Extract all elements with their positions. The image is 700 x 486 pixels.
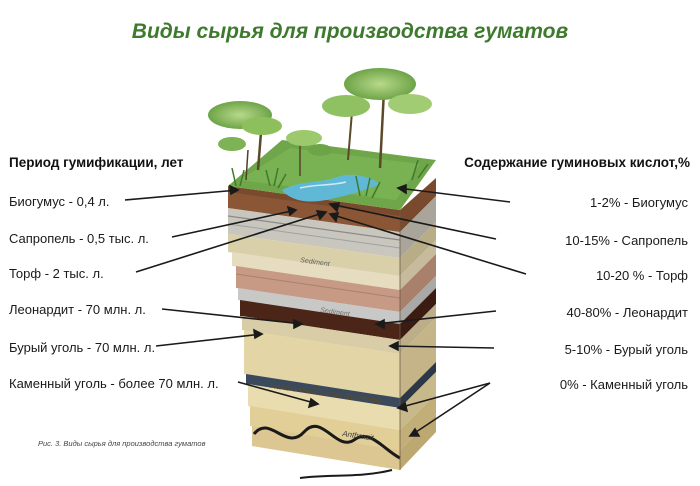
right-label-peat: 10-20 % - Торф: [595, 268, 688, 283]
layer-label-sediment: Sediment: [300, 257, 331, 268]
left-label-peat: Торф - 2 тыс. л.: [9, 266, 104, 281]
layer-hard-coal: [246, 374, 400, 408]
right-pointer-lines: [328, 183, 527, 437]
right-label-sapropel: 10-15% - Сапропель: [565, 233, 688, 248]
soil-column: [227, 178, 436, 479]
right-label-leonardite: 40-80% - Леонардит: [566, 305, 689, 320]
layer-peat: [228, 234, 400, 276]
left-label-hard-coal: Каменный уголь - более 70 млн. л.: [9, 376, 219, 391]
page-title: Виды сырья для производства гуматов: [131, 20, 569, 43]
left-label-leonardite: Леонардит - 70 млн. л.: [9, 302, 146, 317]
water-pond: [282, 174, 380, 202]
left-label-brown-coal: Бурый уголь - 70 млн. л.: [9, 340, 156, 355]
tree-icon-2: [344, 68, 416, 100]
tree-icon: [208, 101, 272, 129]
right-label-biohumus: 1-2% - Биогумус: [590, 195, 688, 210]
left-column-header: Период гумификации, лет: [9, 155, 184, 170]
right-label-brown-coal: 5-10% - Бурый уголь: [564, 342, 688, 357]
layer-label-sediment-2: Sediment: [320, 307, 351, 318]
surface-vegetation: [208, 68, 436, 210]
layer-label-anthrazit: Anthrazit: [341, 429, 375, 443]
layer-leonardite: [240, 300, 400, 340]
right-label-hard-coal: 0% - Каменный уголь: [559, 377, 688, 392]
layer-sapropel: [228, 208, 400, 258]
figure-caption: Рис. 3. Виды сырья для производства гума…: [38, 439, 206, 448]
left-label-biohumus: Биогумус - 0,4 л.: [9, 194, 110, 209]
layer-biohumus: [228, 178, 436, 232]
right-column-header: Содержание гуминовых кислот,%: [464, 155, 690, 170]
grass-surface: [228, 140, 436, 210]
left-label-sapropel: Сапропель - 0,5 тыс. л.: [9, 231, 149, 246]
layer-brown-coal: [242, 316, 400, 354]
anthracite-wave: [252, 424, 401, 460]
left-pointer-lines: [124, 184, 328, 409]
layer-label-steinkohle: Hartbraunkohle oder Steinkohle: [270, 381, 383, 406]
